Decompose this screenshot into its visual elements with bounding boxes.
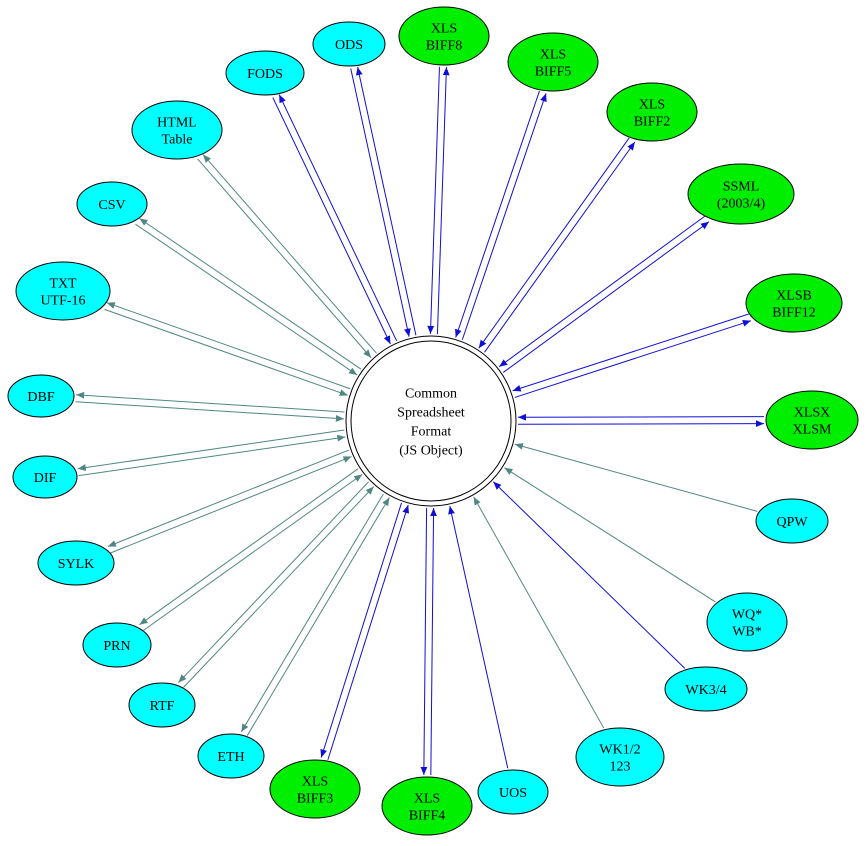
edge-center-to-ods [355, 66, 417, 336]
node-sylk: SYLK [37, 540, 115, 586]
edge-xls-biff5-to-center [455, 90, 540, 338]
edge-center-to-xls-biff2 [484, 141, 636, 353]
edge-html-table-to-center [197, 158, 372, 359]
node-label: WK3/4 [685, 683, 726, 698]
node-ssml: SSML(2003/4) [687, 163, 795, 225]
edge-center-to-prn [139, 468, 359, 626]
edge-xls-biff4-to-center [430, 508, 437, 776]
edge-center-to-xls-biff8 [436, 67, 450, 335]
edge-center-to-sylk [107, 449, 350, 547]
edge-center-to-ssml [502, 221, 710, 373]
edge-wq-wb-to-center [504, 467, 716, 603]
node-label: SYLK [58, 557, 95, 572]
node-label: ETH [217, 750, 244, 765]
edge-center-to-xlsb-biff12 [514, 319, 752, 398]
node-eth: ETH [197, 733, 265, 779]
edge-uos-to-center [448, 505, 509, 769]
edge-csv-to-center [135, 223, 358, 376]
node-label: QPW [776, 515, 808, 530]
edge-dif-to-center [78, 434, 346, 477]
node-uos: UOS [477, 769, 549, 815]
node-qpw: QPW [755, 498, 829, 544]
node-fods: FODS [225, 50, 305, 96]
edge-rtf-to-center [183, 486, 375, 688]
node-label: RTF [150, 699, 175, 714]
edge-layer [75, 66, 765, 776]
edge-prn-to-center [143, 473, 363, 631]
edge-center-to-html-table [202, 154, 377, 354]
edge-center-to-dif [77, 429, 345, 471]
edge-center-to-xls-biff3 [320, 502, 402, 758]
node-label: CSV [98, 198, 125, 213]
edge-center-to-xls-biff4 [420, 507, 428, 775]
edge-center-to-fods [278, 94, 398, 342]
edge-center-to-csv [139, 217, 362, 370]
edge-ods-to-center [350, 68, 411, 337]
node-prn: PRN [82, 622, 152, 668]
node-wk34: WK3/4 [664, 666, 748, 712]
edge-xlsx-xlsm-to-center [517, 413, 764, 421]
node-ods: ODS [312, 21, 386, 67]
edge-xls-biff2-to-center [478, 137, 630, 349]
edge-ssml-to-center [498, 215, 706, 368]
node-label: UOS [499, 786, 527, 801]
node-dif: DIF [12, 455, 78, 499]
edge-xls-biff3-to-center [327, 504, 410, 760]
node-label: DBF [27, 390, 54, 405]
edge-txt-utf16-to-center [104, 308, 348, 396]
edge-sylk-to-center [110, 456, 352, 554]
edge-dbf-to-center [75, 401, 344, 422]
edge-fods-to-center [272, 97, 391, 345]
node-label: SSML(2003/4) [717, 180, 766, 212]
edge-xlsb-biff12-to-center [512, 313, 749, 392]
edge-xls-biff8-to-center [427, 66, 440, 334]
node-csv: CSV [76, 181, 148, 227]
edge-center-to-eth [240, 493, 384, 733]
node-label: WQ*WB* [732, 608, 762, 640]
node-dbf: DBF [7, 374, 75, 418]
edge-center-to-xlsx-xlsm [518, 420, 765, 428]
edge-center-to-xls-biff5 [461, 93, 547, 340]
edge-center-to-txt-utf16 [106, 302, 351, 390]
node-rtf: RTF [128, 682, 196, 728]
edge-qpw-to-center [514, 443, 758, 512]
node-label: FODS [247, 67, 283, 82]
node-wq-wb: WQ*WB* [706, 592, 788, 652]
edge-wk34-to-center [492, 481, 686, 669]
node-label: DIF [34, 471, 57, 486]
edge-eth-to-center [246, 497, 390, 736]
node-label: PRN [103, 639, 130, 654]
edge-center-to-dbf [76, 391, 345, 413]
edge-wk12-123-to-center [473, 496, 605, 729]
edge-center-to-rtf [178, 481, 369, 683]
node-label: ODS [335, 38, 363, 53]
